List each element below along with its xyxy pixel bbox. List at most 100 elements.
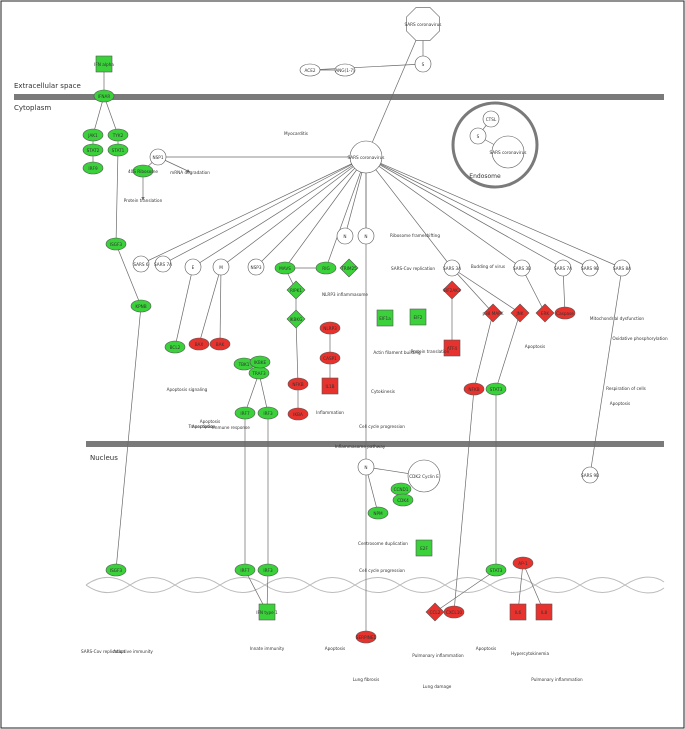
node-shape-irf3_c: [257, 406, 279, 420]
node-nfkb: NFKB: [287, 377, 309, 391]
node-eif2: EIF2: [409, 308, 427, 326]
node-shape-atf4: [443, 339, 461, 357]
node-shape-il8: [535, 603, 553, 621]
edge-sars_mid-nsp3: [255, 156, 367, 268]
node-shape-stat3_n: [485, 563, 507, 577]
node-label-e: E: [192, 265, 195, 270]
node-shape-sars8a: [613, 259, 631, 277]
node-ap1: AP-1: [512, 556, 534, 570]
node-label-sars_top: SARS coronavirus: [405, 22, 442, 27]
node-p38: p38 MAPK: [482, 303, 504, 323]
node-label-sars_mid: SARS coronavirus: [348, 155, 385, 160]
node-label-n1: N: [343, 234, 346, 239]
node-label-cdk4: CDK4: [397, 498, 409, 503]
node-ikbke: IKBKE: [249, 355, 271, 369]
node-label-nsp1: NSP1: [153, 155, 164, 160]
process-label-pulm_inf2: Pulmonary inflammation: [531, 677, 583, 682]
node-shape-sars6: [132, 255, 150, 273]
node-stat1: STAT1: [107, 143, 129, 157]
node-ctsl: CTSL: [482, 110, 500, 128]
node-label-ikbke: IKBKE: [254, 360, 267, 365]
node-ang17: ANG(1-7): [334, 63, 356, 77]
node-s_endo: S: [469, 127, 487, 145]
node-label-eif1a: EIF1a: [379, 316, 391, 321]
node-nsp3: NSP3: [247, 258, 265, 276]
edge-kpnb-isgf3_n: [114, 305, 142, 571]
node-shape-ace2: [299, 63, 321, 77]
node-shape-isgf3: [105, 237, 127, 251]
process-label-hyper: Hypercytokinemia: [511, 651, 550, 656]
node-ribosome: 40S Ribosome: [128, 164, 158, 178]
node-label-trim25: TRIM25: [340, 266, 357, 271]
node-shape-s_endo: [469, 127, 487, 145]
process-label-apoptosis3: Apoptosis: [325, 646, 345, 651]
node-label-ikbkg: IKBKG: [290, 317, 303, 322]
node-label-stat3: STAT3: [490, 387, 503, 392]
node-label-tbk1: TBK1: [238, 362, 250, 367]
node-label-n_nuc: N: [364, 465, 367, 470]
node-bcl2: BCL2: [164, 340, 186, 354]
node-label-tyk2: TYK2: [112, 133, 124, 138]
node-label-ctsl: CTSL: [486, 117, 497, 122]
edge-stat3_n-ccl2: [434, 569, 497, 613]
edge-ifnar-tyk2: [103, 95, 119, 136]
node-label-jak1: JAK1: [87, 133, 98, 138]
edge-sars8a-sars9b: [588, 267, 623, 476]
process-label-cell_cycle2: Cell cycle progression: [359, 568, 405, 573]
node-label-nsp3: NSP3: [251, 265, 262, 270]
node-ripk1: RIPK1: [286, 280, 306, 300]
node-label-sars7a2: SARS 7A: [554, 266, 572, 271]
node-label-ikba: IKBA: [293, 412, 303, 417]
node-label-irf9: IRF9: [88, 166, 98, 171]
node-il1b: IL1B: [321, 377, 339, 395]
node-shape-ap1: [512, 556, 534, 570]
node-label-stat3_n: STAT3: [490, 568, 503, 573]
node-shape-ifn1: [258, 603, 276, 621]
edge-ifnar-jak1: [92, 95, 105, 136]
node-label-sars_endo: SARS coronavirus: [490, 150, 527, 155]
edge-sars3a-jnk: [451, 267, 521, 314]
node-nsp1: NSP1: [149, 148, 167, 166]
node-shape-serpine1: [355, 630, 377, 644]
node-shape-nsp1: [149, 148, 167, 166]
node-sars9b2: SARS 9B: [581, 259, 599, 277]
node-shape-p38: [483, 303, 503, 323]
edge-nfkb2-cxcl10: [452, 388, 475, 613]
node-ace2: ACE2: [299, 63, 321, 77]
edge-sars_mid-sars6: [140, 156, 367, 265]
edge-sars_mid-e: [192, 156, 367, 268]
process-label-adaptive: Adaptive immunity: [113, 649, 153, 654]
dna-strand-2: [85, 577, 665, 594]
node-m: M: [212, 258, 230, 276]
node-label-eif2ak3: EIF2AK3: [443, 288, 461, 293]
node-label-erk: ERK: [541, 311, 550, 316]
node-label-cxcl10: CXCL10: [446, 610, 462, 615]
process-label-apoptosis_sig: Apoptosis signaling: [167, 387, 208, 392]
node-label-caspase: Caspase: [556, 311, 574, 316]
node-shape-sars3a: [443, 259, 461, 277]
node-e: E: [184, 258, 202, 276]
node-label-isgf3_n: ISGF3: [110, 568, 123, 573]
node-caspase: Caspase: [554, 306, 576, 320]
process-label-prot_trans2: Protein translation: [411, 349, 450, 354]
node-label-isgf3: ISGF3: [110, 242, 123, 247]
edge-sars_mid-sars9b2: [365, 156, 591, 269]
node-il6: IL6: [509, 603, 527, 621]
node-shape-cxcl10: [443, 605, 465, 619]
node-shape-irf3_n: [257, 563, 279, 577]
node-shape-ikbke: [249, 355, 271, 369]
node-eif1a: EIF1a: [376, 309, 394, 327]
node-casp1: CASP1: [319, 351, 341, 365]
node-label-ribosome: 40S Ribosome: [128, 169, 158, 174]
node-sars3b: SARS 3B: [513, 259, 531, 277]
node-ikba: IKBA: [287, 407, 309, 421]
node-shape-ccl2: [425, 602, 445, 622]
node-shape-isgf3_n: [105, 563, 127, 577]
node-label-s_top: S: [422, 62, 425, 67]
node-shape-irf7_n: [234, 563, 256, 577]
label-endosome: Endosome: [469, 173, 501, 180]
node-eif2ak3: EIF2AK3: [442, 280, 462, 300]
node-shape-n1: [336, 227, 354, 245]
